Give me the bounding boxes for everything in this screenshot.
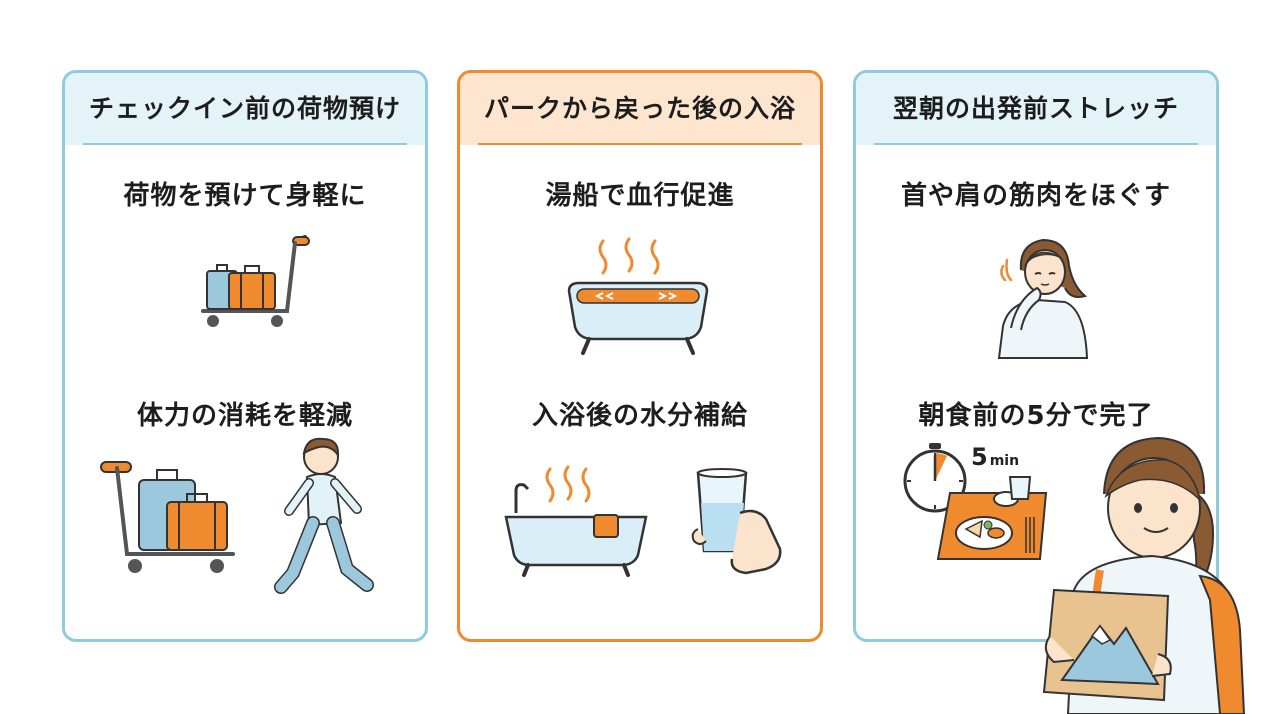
header-divider — [874, 143, 1198, 145]
card-header: パークから戻った後の入浴 — [460, 73, 820, 145]
header-divider — [83, 143, 407, 145]
caption-top: 荷物を預けて身軽に — [123, 181, 367, 211]
card-bath: パークから戻った後の入浴 湯船で血行促進 入浴後の水分補給 — [457, 70, 823, 642]
card-luggage: チェックイン前の荷物預け 荷物を預けて身軽に 体力の消耗を軽減 — [62, 70, 428, 642]
caption-bottom: 体力の消耗を軽減 — [136, 401, 353, 431]
traveler-girl-illustration — [1040, 430, 1250, 714]
timer-unit: min — [989, 453, 1020, 469]
water-glass-icon — [686, 463, 786, 578]
caption-top: 湯船で血行促進 — [545, 181, 735, 211]
walking-person-icon — [271, 433, 381, 603]
header-divider — [478, 143, 802, 145]
bathtub-towel-icon — [502, 463, 652, 578]
neck-stretch-woman-icon — [981, 230, 1101, 360]
bathtub-icon — [563, 235, 713, 360]
card-title: 翌朝の出発前ストレッチ — [892, 94, 1179, 123]
luggage-cart-icon — [195, 233, 315, 333]
caption-bottom: 朝食前の5分で完了 — [918, 401, 1154, 431]
caption-top: 首や肩の筋肉をほぐす — [900, 181, 1171, 211]
luggage-trolley-icon — [97, 458, 237, 578]
card-title: パークから戻った後の入浴 — [483, 94, 796, 123]
breakfast-tray-icon — [936, 473, 1056, 563]
timer-value: 5 — [971, 443, 988, 471]
card-header: 翌朝の出発前ストレッチ — [856, 73, 1216, 145]
caption-bottom: 入浴後の水分補給 — [531, 401, 748, 431]
card-header: チェックイン前の荷物預け — [65, 73, 425, 145]
card-title: チェックイン前の荷物預け — [88, 94, 401, 123]
